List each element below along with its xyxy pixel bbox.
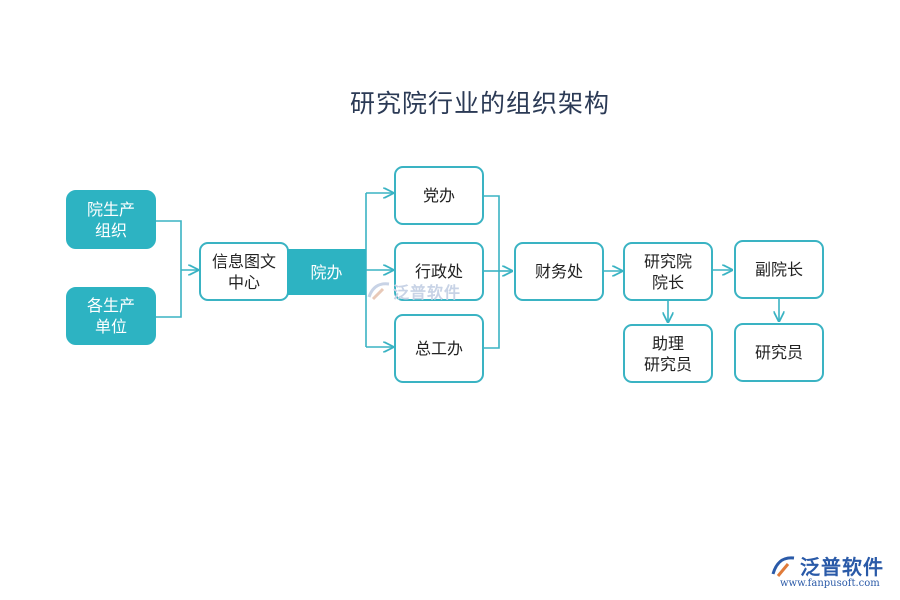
node-yuanzhang: 研究院 院长	[623, 242, 713, 301]
link-right-bracket	[483, 195, 500, 349]
node-xingzheng: 行政处	[394, 242, 484, 301]
node-xinxi: 信息图文 中心	[199, 242, 289, 301]
brand-logo-text: 泛普软件	[800, 555, 884, 579]
node-ge-shengchan: 各生产 单位	[66, 287, 156, 345]
node-label: 副院长	[754, 260, 803, 279]
node-zonggong: 总工办	[394, 314, 484, 383]
node-label: 信息图文 中心	[211, 251, 276, 292]
node-fuyuanzhang: 副院长	[734, 240, 824, 299]
node-label: 研究院 院长	[643, 251, 692, 292]
node-yanjiuyuan: 研究员	[734, 323, 824, 382]
node-label: 总工办	[414, 339, 463, 358]
link-left-bracket	[155, 220, 182, 318]
watermark: 泛普软件	[367, 279, 461, 303]
node-caiwu: 财务处	[514, 242, 604, 301]
node-yuanban: 院办	[287, 249, 366, 295]
node-label: 助理 研究员	[643, 333, 692, 374]
brand-logo: 泛普软件	[770, 551, 884, 580]
page-title: 研究院行业的组织架构	[349, 89, 610, 118]
brand-url: www.fanpusoft.com	[780, 578, 880, 589]
watermark-text: 泛普软件	[393, 283, 462, 302]
node-zhuli: 助理 研究员	[623, 324, 713, 383]
brand-logo-icon	[771, 555, 795, 577]
watermark-logo-icon	[367, 282, 390, 301]
node-dangban: 党办	[394, 166, 484, 225]
node-yuan-shengchan: 院生产 组织	[66, 190, 156, 249]
node-label: 党办	[422, 186, 455, 205]
node-label: 院生产 组织	[86, 199, 135, 240]
node-label: 行政处	[414, 262, 463, 281]
node-label: 研究员	[754, 343, 803, 362]
node-label: 财务处	[534, 262, 583, 281]
node-label: 院办	[310, 262, 343, 282]
node-label: 各生产 单位	[86, 296, 135, 336]
